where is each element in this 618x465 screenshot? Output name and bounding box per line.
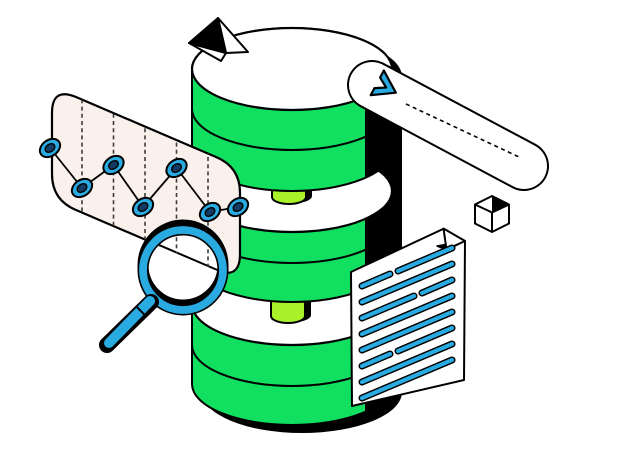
- prompt-chevron-icon: [369, 69, 397, 97]
- cube-icon: [474, 195, 510, 233]
- chart-point: [102, 154, 125, 176]
- chart-point: [38, 137, 62, 159]
- pill-dashed-line: [405, 103, 520, 158]
- cube-shaded-face: [492, 196, 509, 213]
- magnifier-ring-outline-outer: [137, 224, 229, 316]
- disk-lip-line: [191, 108, 393, 151]
- document-sheet: [350, 227, 466, 407]
- search-pill: [347, 60, 549, 191]
- magnifier-handle-joint: [135, 305, 147, 318]
- text-lines: [359, 245, 455, 401]
- chart-point: [70, 177, 94, 199]
- chart-points: [38, 137, 250, 223]
- chart-point: [165, 157, 188, 179]
- pointer-arrow-icon: [188, 17, 249, 62]
- chart-point: [226, 196, 250, 218]
- chart-point: [198, 201, 222, 223]
- magnifier-handle: [104, 296, 155, 348]
- magnifier-ring-outline-inner: [146, 233, 220, 307]
- chart-point: [131, 196, 155, 218]
- magnifier-lens: [148, 235, 218, 305]
- pointer-face-left: [188, 17, 227, 54]
- magnifier-icon: [99, 219, 229, 353]
- magnifier-ring: [138, 225, 228, 315]
- pill-body: [349, 62, 547, 189]
- document-fold-flap: [442, 227, 466, 251]
